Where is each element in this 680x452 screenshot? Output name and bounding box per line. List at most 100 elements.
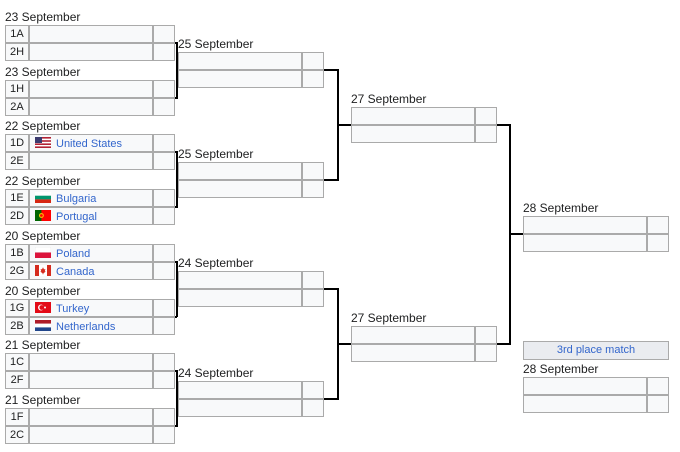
bracket-connector <box>324 178 338 181</box>
team-row: 1F <box>5 407 175 426</box>
team-link[interactable]: Canada <box>56 265 95 278</box>
match-date: 28 September <box>523 201 599 216</box>
seed-label: 2A <box>5 97 29 116</box>
seed-label: 1B <box>5 243 29 262</box>
team-name-cell <box>178 52 302 71</box>
seed-label: 1G <box>5 298 29 317</box>
match-date: 20 September <box>5 228 81 243</box>
team-row <box>351 107 497 126</box>
team-row <box>351 125 497 144</box>
team-link[interactable]: Bulgaria <box>56 193 97 206</box>
bracket-connector <box>324 69 338 72</box>
team-name-cell <box>178 179 302 198</box>
team-name-cell: Portugal <box>29 207 153 226</box>
bracket-connector <box>324 397 338 400</box>
seed-label: 2D <box>5 207 29 226</box>
seed-label: 2B <box>5 316 29 335</box>
netherlands-flag-icon <box>35 319 51 331</box>
team-row: 2C <box>5 425 175 444</box>
seed-label: 1H <box>5 79 29 98</box>
score-cell <box>153 371 175 390</box>
match-date: 21 September <box>5 392 81 407</box>
team-name-cell <box>523 377 647 395</box>
score-cell <box>153 243 175 262</box>
score-cell <box>153 189 175 208</box>
team-name-cell: Bulgaria <box>29 189 153 208</box>
match-date: 27 September <box>351 310 427 325</box>
team-name-cell <box>29 97 153 116</box>
score-cell <box>475 325 497 344</box>
bracket-connector <box>338 342 351 345</box>
team-name-cell <box>351 107 475 126</box>
score-cell <box>153 407 175 426</box>
team-row <box>178 161 324 180</box>
team-row: 1C <box>5 353 175 372</box>
score-cell <box>647 216 669 235</box>
score-cell <box>302 398 324 417</box>
team-row <box>523 216 669 235</box>
team-row: 1G Turkey <box>5 298 175 317</box>
team-name-cell <box>351 325 475 344</box>
seed-label: 1A <box>5 25 29 43</box>
turkey-flag-icon <box>35 301 51 313</box>
team-row: 1H <box>5 79 175 98</box>
match-date: 28 September <box>523 362 599 376</box>
team-name-cell <box>351 125 475 144</box>
seed-label: 2C <box>5 425 29 444</box>
bulgaria-flag-icon <box>35 192 51 204</box>
match-date: 23 September <box>5 64 81 79</box>
team-row: 2H <box>5 43 175 61</box>
bracket-connector <box>177 397 178 400</box>
team-row <box>351 343 497 362</box>
team-link[interactable]: Portugal <box>56 211 97 224</box>
team-row <box>178 289 324 308</box>
team-name-cell <box>178 289 302 308</box>
team-name-cell <box>29 425 153 444</box>
team-name-cell <box>523 216 647 235</box>
match-date: 22 September <box>5 119 81 134</box>
team-row: 2D Portugal <box>5 207 175 226</box>
team-row: 2A <box>5 97 175 116</box>
seed-label: 1C <box>5 353 29 372</box>
score-cell <box>647 234 669 253</box>
team-link[interactable]: United States <box>56 138 123 151</box>
match-date: 20 September <box>5 283 81 298</box>
score-cell <box>302 179 324 198</box>
score-cell <box>475 125 497 144</box>
team-name-cell <box>178 161 302 180</box>
team-name-cell <box>178 380 302 399</box>
score-cell <box>153 207 175 226</box>
score-cell <box>153 152 175 171</box>
team-link[interactable]: Poland <box>56 247 91 260</box>
team-name-cell <box>523 234 647 253</box>
seed-label: 1E <box>5 189 29 208</box>
team-row <box>523 234 669 253</box>
score-cell <box>302 161 324 180</box>
team-link[interactable]: Netherlands <box>56 320 116 333</box>
team-row <box>178 179 324 198</box>
team-row: 2F <box>5 371 175 390</box>
team-name-cell: Poland <box>29 243 153 262</box>
team-row <box>351 325 497 344</box>
portugal-flag-icon <box>35 210 51 222</box>
score-cell <box>302 271 324 290</box>
score-cell <box>302 70 324 89</box>
team-row: 2B Netherlands <box>5 316 175 335</box>
team-link[interactable]: Turkey <box>56 302 90 315</box>
bracket-connector <box>497 342 510 345</box>
seed-label: 2F <box>5 371 29 390</box>
match-date: 25 September <box>178 146 254 161</box>
score-cell <box>153 25 175 43</box>
bracket-connector <box>177 69 178 72</box>
team-name-cell <box>178 271 302 290</box>
team-name-cell <box>29 79 153 98</box>
bracket-connector <box>497 124 510 127</box>
score-cell <box>153 79 175 98</box>
bracket-connector <box>338 124 351 127</box>
third-place-match-button[interactable]: 3rd place match <box>523 341 669 360</box>
match-date: 24 September <box>178 365 254 380</box>
score-cell <box>475 107 497 126</box>
score-cell <box>153 43 175 61</box>
